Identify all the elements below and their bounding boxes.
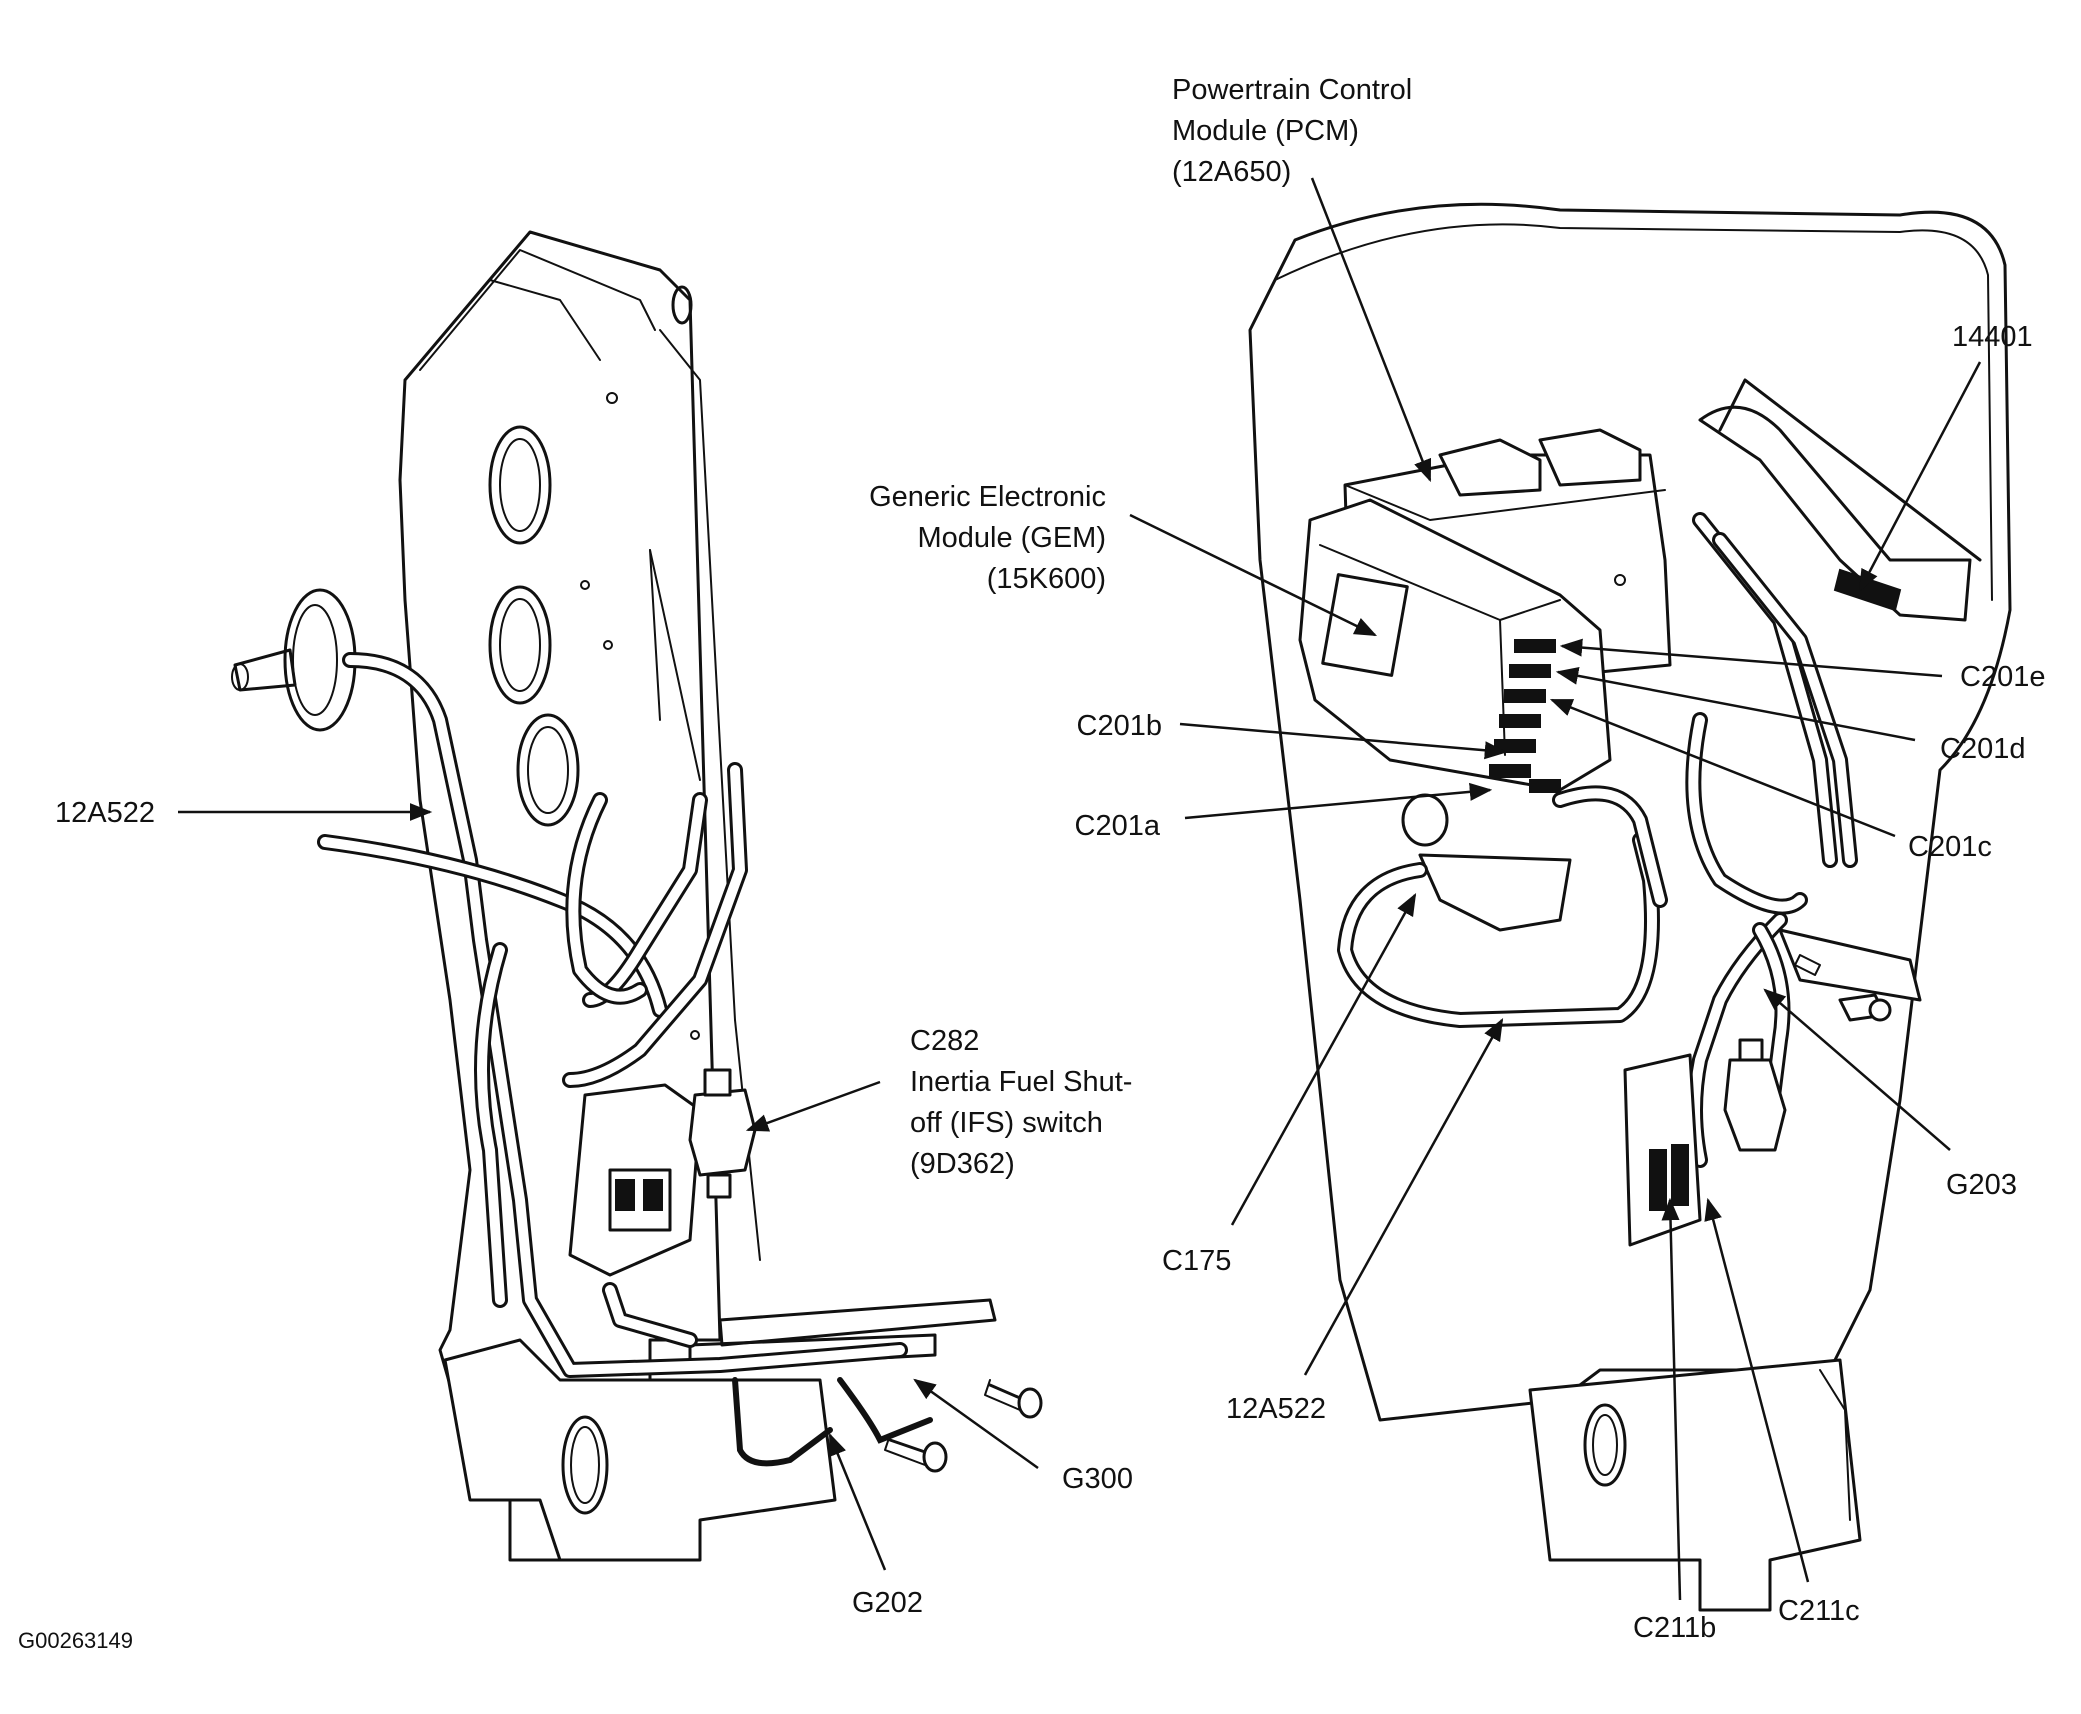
label-c201b: C201b <box>1077 710 1162 742</box>
label-gem-line3: (15K600) <box>987 563 1106 595</box>
label-ifs-line1: C282 <box>910 1025 979 1057</box>
leader-ifs-switch <box>745 1080 881 1132</box>
label-pcm-line1: Powertrain Control <box>1172 74 1412 106</box>
leader-g300 <box>913 1378 1039 1470</box>
label-12a522-right: 12A522 <box>1226 1393 1326 1425</box>
left-harness-wires <box>317 652 933 1467</box>
label-14401: 14401 <box>1952 321 2033 353</box>
ground-screw-g202 <box>884 1434 948 1473</box>
leader-c201c <box>1549 698 1896 838</box>
label-c201e: C201e <box>1960 661 2045 693</box>
leader-c201e <box>1559 638 1943 678</box>
leader-pcm <box>1310 177 1432 483</box>
label-pcm-line2: Module (PCM) <box>1172 115 1359 147</box>
label-ifs-line2: Inertia Fuel Shut- <box>910 1066 1132 1098</box>
leader-c211b <box>1661 1197 1682 1601</box>
leader-g203 <box>1763 988 1951 1151</box>
label-pcm-line3: (12A650) <box>1172 156 1291 188</box>
label-g203: G203 <box>1946 1169 2017 1201</box>
horn <box>231 588 357 732</box>
label-c201a: C201a <box>1075 810 1161 842</box>
leader-c201a <box>1184 782 1493 820</box>
label-ifs-line4: (9D362) <box>910 1148 1015 1180</box>
leader-c201d <box>1555 666 1916 742</box>
label-c211b: C211b <box>1633 1612 1716 1644</box>
right-view-illustration <box>1248 202 2012 1612</box>
leader-14401 <box>1858 361 1982 592</box>
label-gem-line1: Generic Electronic <box>869 481 1106 513</box>
label-c175: C175 <box>1162 1245 1231 1277</box>
c211-connector-block <box>1623 1038 1787 1247</box>
label-gem-line2: Module (GEM) <box>917 522 1106 554</box>
leader-lines <box>178 177 1982 1601</box>
label-c201d: C201d <box>1940 733 2025 765</box>
ifs-switch <box>688 1088 757 1177</box>
leader-g202 <box>828 1432 887 1571</box>
ground-screw-g300 <box>984 1379 1043 1419</box>
label-c211c: C211c <box>1778 1595 1860 1627</box>
label-ifs-line3: off (IFS) switch <box>910 1107 1103 1139</box>
gem-module <box>1298 498 1612 932</box>
label-c201c: C201c <box>1908 831 1992 863</box>
right-harness-wires <box>1337 712 1808 1168</box>
label-g202: G202 <box>852 1587 923 1619</box>
labels: Powertrain Control Module (PCM) (12A650)… <box>18 74 2045 1653</box>
leader-c211c <box>1704 1197 1810 1583</box>
figure-id: G00263149 <box>18 1628 133 1653</box>
left-view-illustration <box>231 230 1043 1562</box>
c201-connector-stack <box>1489 639 1561 793</box>
leader-c175 <box>1230 893 1417 1226</box>
leader-c201b <box>1179 722 1508 760</box>
harness-14401 <box>1692 378 1982 868</box>
label-g300: G300 <box>1062 1463 1133 1495</box>
leader-12a522-right <box>1303 1018 1504 1376</box>
label-12a522-left: 12A522 <box>55 797 155 829</box>
leader-gem <box>1129 513 1378 637</box>
